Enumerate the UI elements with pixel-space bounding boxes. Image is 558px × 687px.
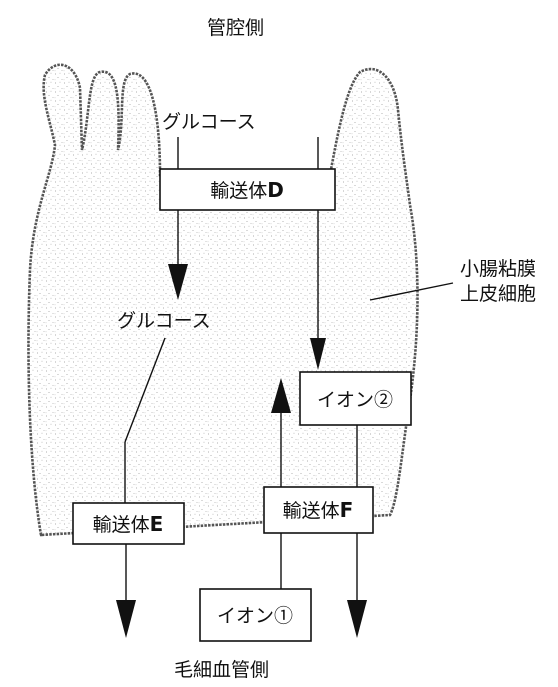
ion2-box: イオン②: [299, 371, 412, 426]
cell-label-line1: 小腸粘膜: [460, 258, 536, 280]
epithelial-cell-outline: [27, 63, 419, 537]
ion2-down-arrowhead: [310, 338, 326, 370]
cell-label-line2: 上皮細胞: [460, 283, 536, 305]
capillary-side-label: 毛細血管側: [174, 659, 269, 681]
transporter-e-box: 輸送体E: [72, 502, 185, 545]
cell-label-pointer: [369, 282, 454, 301]
e-down-arrowhead: [116, 600, 136, 638]
glucose-mid-label: グルコース: [117, 310, 211, 332]
lumen-side-label: 管腔側: [207, 17, 264, 39]
glucose-top-label: グルコース: [162, 111, 256, 133]
ion1-label: イオン①: [217, 605, 293, 627]
f-down-arrowhead: [347, 600, 367, 638]
ion-up-arrowhead: [271, 378, 291, 413]
transporter-e-label: 輸送体E: [93, 512, 164, 536]
ion1-box: イオン①: [199, 588, 312, 642]
glucose-down-arrowhead: [168, 264, 188, 300]
transporter-f-label: 輸送体F: [283, 498, 354, 522]
glucose-to-e-line: [124, 337, 166, 443]
ion2-label: イオン②: [317, 389, 393, 411]
transporter-d-label: 輸送体D: [210, 178, 284, 202]
transporter-d-box: 輸送体D: [159, 168, 336, 211]
transporter-f-box: 輸送体F: [263, 486, 374, 534]
